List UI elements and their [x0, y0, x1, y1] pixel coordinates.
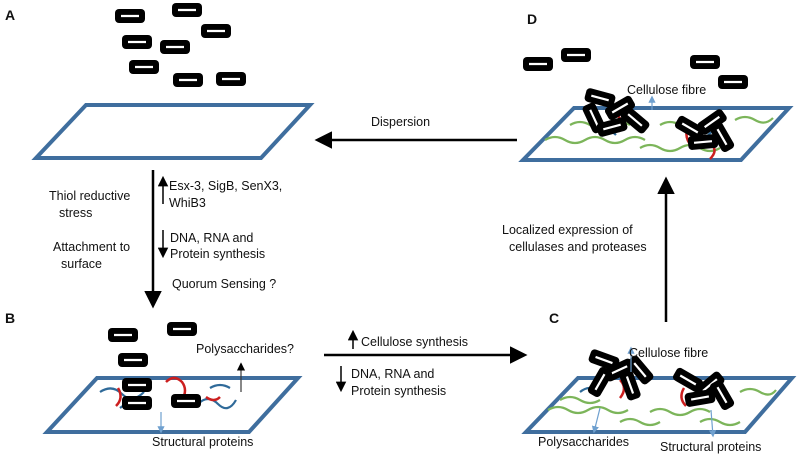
- protein-strand: [205, 395, 221, 402]
- cellulose-synthesis-label: Cellulose synthesis: [361, 335, 468, 349]
- quorum-label: Quorum Sensing ?: [172, 277, 276, 291]
- cellulose-strand: [547, 405, 629, 415]
- cellulose-fibre-label-c: Cellulose fibre: [629, 346, 708, 360]
- panel-c-matrix: [547, 379, 777, 427]
- panel-b-cells: [106, 320, 203, 412]
- dispersion-label: Dispersion: [371, 115, 430, 129]
- cellulose-strand: [619, 417, 661, 427]
- localized-expression-label-2: cellulases and proteases: [509, 240, 647, 254]
- surface-c: [521, 376, 797, 434]
- bacterium-cell: [158, 38, 192, 56]
- panel-label-a: A: [5, 7, 15, 23]
- cellulose-strand: [544, 135, 646, 145]
- structural-proteins-label-b: Structural proteins: [152, 435, 253, 449]
- bacterium-cell: [116, 351, 150, 369]
- up-genes-label-1: Esx-3, SigB, SenX3,: [169, 179, 282, 193]
- bacterium-cell: [106, 326, 140, 344]
- bacterium-cell: [521, 55, 555, 73]
- polysaccharides-label-c: Polysaccharides: [538, 435, 629, 449]
- bacterium-cell: [716, 73, 750, 91]
- cellulose-strand: [734, 115, 774, 124]
- bacterium-cell: [585, 364, 615, 400]
- bacterium-cell: [113, 7, 147, 25]
- cellulose-strand: [699, 417, 741, 427]
- localized-expression-label-1: Localized expression of: [502, 223, 633, 237]
- down-synthesis-2-label-1: DNA, RNA and: [351, 367, 434, 381]
- down-synthesis-label-2: Protein synthesis: [170, 247, 265, 261]
- surface-d: [518, 106, 794, 162]
- panel-label-c: C: [549, 310, 559, 326]
- thiol-stress-label-2: stress: [59, 206, 92, 220]
- bacterium-cell: [214, 70, 248, 88]
- panel-label-d: D: [527, 11, 537, 27]
- protein-strand: [115, 387, 122, 407]
- thiol-stress-label-1: Thiol reductive: [49, 189, 130, 203]
- bacterium-cell: [120, 394, 154, 412]
- polysaccharides-pointer-c: [591, 407, 601, 434]
- protein-strand: [680, 387, 687, 407]
- bacterium-cell: [120, 33, 154, 51]
- bacterium-cell: [682, 387, 718, 409]
- bacterium-cell: [559, 46, 593, 64]
- cellulose-fibre-label-d: Cellulose fibre: [627, 83, 706, 97]
- surface-b: [42, 376, 303, 434]
- attachment-label-2: surface: [61, 257, 102, 271]
- bacterium-cell: [199, 22, 233, 40]
- down-synthesis-label-1: DNA, RNA and: [170, 231, 253, 245]
- panel-a-cells: [113, 1, 248, 89]
- down-synthesis-2-label-2: Protein synthesis: [351, 384, 446, 398]
- bacterium-cell: [120, 376, 154, 394]
- polysaccharides-question-label: Polysaccharides?: [196, 342, 294, 356]
- cellulose-strand: [559, 395, 601, 405]
- polysaccharide-strand: [209, 383, 231, 389]
- bacterium-cell: [127, 58, 161, 76]
- bacterium-cell: [688, 53, 722, 71]
- bacterium-cell: [171, 71, 205, 89]
- polysaccharide-strand: [197, 397, 237, 410]
- cellulose-strand: [639, 143, 721, 153]
- bacterium-cell: [169, 392, 203, 410]
- panel-d-matrix: [544, 110, 774, 160]
- bacterium-cell: [165, 320, 199, 338]
- cellulose-strand: [739, 387, 777, 396]
- panel-d-biofilm-cells: [580, 86, 737, 155]
- structural-pointer-c: [708, 409, 717, 438]
- surface-a: [31, 103, 315, 160]
- attachment-label-1: Attachment to: [53, 240, 130, 254]
- panel-b-matrix: [99, 376, 237, 410]
- up-genes-label-2: WhiB3: [169, 196, 206, 210]
- bacterium-cell: [686, 132, 720, 152]
- bacterium-cell: [170, 1, 204, 19]
- structural-proteins-label-c: Structural proteins: [660, 440, 761, 454]
- panel-label-b: B: [5, 310, 15, 326]
- cellulose-strand: [649, 407, 711, 417]
